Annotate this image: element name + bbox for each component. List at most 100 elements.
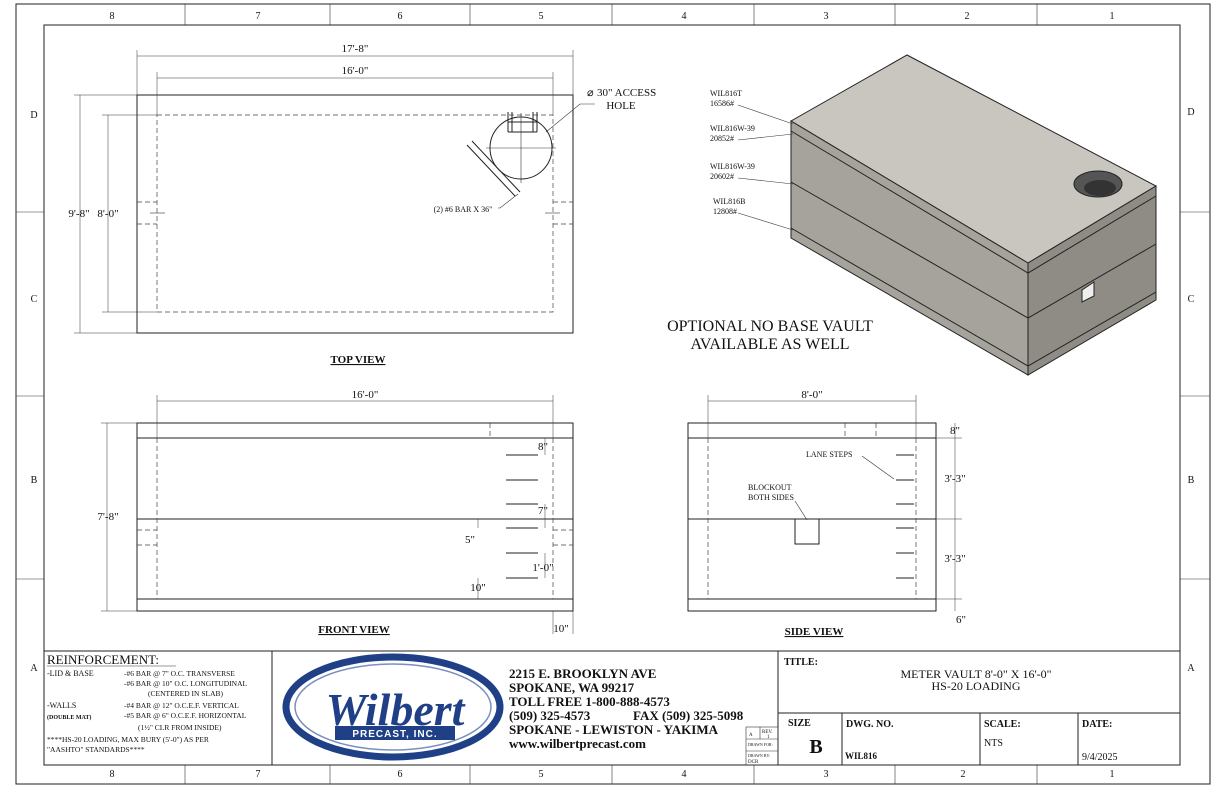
col-label: 1 (1110, 11, 1115, 22)
blockout-outline (794, 518, 820, 545)
iso-label-weight: 20852# (710, 134, 734, 143)
walls-line3: (1½" CLR FROM INSIDE) (138, 723, 222, 732)
scale-value: NTS (984, 738, 1003, 749)
address-line2: SPOKANE, WA 99217 (509, 680, 635, 695)
col-label: 5 (539, 11, 544, 22)
top-view-inner (156, 114, 554, 313)
dim-inner-length: 16'-0" (342, 65, 369, 77)
row-labels: D C B A D C B A (30, 107, 1195, 674)
reinforcement-title: REINFORCEMENT: (47, 652, 159, 667)
access-hole-line2: HOLE (606, 100, 636, 112)
iso-label-weight: 20602# (710, 172, 734, 181)
col-label: 4 (682, 11, 687, 22)
drawing-info: TITLE: METER VAULT 8'-0" X 16'-0" HS-20 … (784, 657, 1118, 763)
rev-num: 1 (767, 735, 770, 740)
row-label: C (1188, 294, 1195, 305)
rev-label: REV. (762, 730, 773, 735)
top-view-outline (136, 94, 574, 334)
row-label: C (31, 294, 38, 305)
side-dim-8: 8" (950, 425, 960, 437)
website: www.wilbertprecast.com (509, 736, 646, 751)
ladder-steps (506, 454, 538, 579)
blockout-line1: BLOCKOUT (748, 483, 792, 492)
row-label: A (30, 663, 38, 674)
walls-label: -WALLS (47, 701, 76, 710)
front-view: 16'-0" 7'-8" 8" 7" 5" 1'-0" 10" 10" FRON… (97, 389, 574, 636)
col-label: 3 (824, 11, 829, 22)
iso-label-part: WIL816T (710, 89, 742, 98)
drawn-by-label: DRAWN BY: (748, 753, 770, 758)
outer-border (15, 3, 1211, 785)
front-view-outline (136, 422, 574, 612)
lid-line3: (CENTERED IN SLAB) (148, 689, 223, 698)
dwg-value: WIL816 (845, 751, 878, 761)
company-address: 2215 E. BROOKLYN AVE SPOKANE, WA 99217 T… (509, 666, 744, 751)
date-label: DATE: (1082, 719, 1112, 730)
address-line3: TOLL FREE 1-800-888-4573 (509, 694, 670, 709)
front-dim-8: 8" (538, 441, 548, 453)
address-line5: SPOKANE - LEWISTON - YAKIMA (509, 722, 719, 737)
dim-overall-width: 9'-8" (68, 208, 89, 220)
blockout-line2: BOTH SIDES (748, 493, 794, 502)
dwg-label: DWG. NO. (846, 719, 894, 730)
front-dim-height: 7'-8" (97, 511, 118, 523)
iso-label-weight: 12808# (713, 207, 737, 216)
front-dim-7: 7" (538, 505, 548, 517)
title-line1: METER VAULT 8'-0" X 16'-0" (900, 667, 1051, 681)
title-label: TITLE: (784, 657, 818, 668)
front-dim-length: 16'-0" (352, 389, 379, 401)
reinforcement-notes: REINFORCEMENT: -LID & BASE -#6 BAR @ 7" … (47, 652, 248, 754)
front-dim-10b: 10" (553, 623, 569, 635)
lifting-bracket (507, 112, 538, 133)
address-line1: 2215 E. BROOKLYN AVE (509, 666, 656, 681)
front-dim-1-0: 1'-0" (532, 562, 553, 574)
side-dim-3-3a: 3'-3" (944, 473, 965, 485)
title-block (44, 650, 1180, 766)
col-label: 7 (256, 11, 261, 22)
address-fax: FAX (509) 325-5098 (633, 708, 744, 723)
rebar (471, 140, 521, 193)
revision-box: A REV. 1 DRAWN FOR: DRAWN BY: DCR (748, 730, 773, 765)
row-label: D (30, 110, 37, 121)
dim-overall-length: 17'-8" (342, 43, 369, 55)
column-labels-top: 8 7 6 5 4 3 2 1 (110, 11, 1115, 22)
iso-label-weight: 16586# (710, 99, 734, 108)
access-hole-symbol: ⌀ (587, 87, 594, 99)
col-label: 6 (398, 769, 403, 780)
row-label: B (31, 475, 38, 486)
optional-note-line1: OPTIONAL NO BASE VAULT (667, 318, 873, 335)
front-dim-10: 10" (470, 582, 486, 594)
front-dim-5: 5" (465, 534, 475, 546)
loading-line2: "AASHTO" STANDARDS**** (47, 745, 145, 754)
col-label: 8 (110, 11, 115, 22)
col-label: 4 (682, 769, 687, 780)
side-view: 8'-0" 8" 3'-3" 3'-3" 6" LANE STEPS BLOCK… (687, 389, 966, 638)
top-view-label: TOP VIEW (331, 354, 386, 366)
wilbert-logo: Wilbert PRECAST, INC. (282, 653, 504, 761)
size-value: B (809, 736, 822, 758)
scale-label: SCALE: (984, 719, 1021, 730)
date-value: 9/4/2025 (1082, 752, 1118, 763)
side-ladder-steps (896, 454, 914, 579)
loading-line1: ****HS-20 LOADING, MAX BURY (5'-0") AS P… (47, 735, 209, 744)
side-dim-6: 6" (956, 614, 966, 626)
col-label: 2 (961, 769, 966, 780)
front-view-label: FRONT VIEW (318, 624, 389, 636)
col-label: 1 (1110, 769, 1115, 780)
side-dim-width: 8'-0" (801, 389, 822, 401)
iso-view: WIL816T 16586# WIL816W-39 20852# WIL816W… (667, 54, 1158, 376)
col-label: 8 (110, 769, 115, 780)
iso-label-part: WIL816W-39 (710, 124, 755, 133)
bar-note: (2) #6 BAR X 36" (434, 205, 493, 214)
side-dim-3-3b: 3'-3" (944, 553, 965, 565)
access-hole-line1: 30" ACCESS (597, 87, 656, 99)
rebar (466, 144, 516, 197)
logo-sub-text: PRECAST, INC. (352, 729, 437, 740)
row-label: B (1188, 475, 1195, 486)
lid-line1: -#6 BAR @ 7" O.C. TRANSVERSE (124, 669, 235, 678)
side-view-label: SIDE VIEW (785, 626, 844, 638)
walls-sub: (DOUBLE MAT) (47, 714, 91, 721)
title-line2: HS-20 LOADING (932, 679, 1021, 693)
column-labels-bottom: 8 7 6 5 4 3 2 1 (110, 769, 1115, 780)
drawn-by: DCR (748, 760, 759, 765)
